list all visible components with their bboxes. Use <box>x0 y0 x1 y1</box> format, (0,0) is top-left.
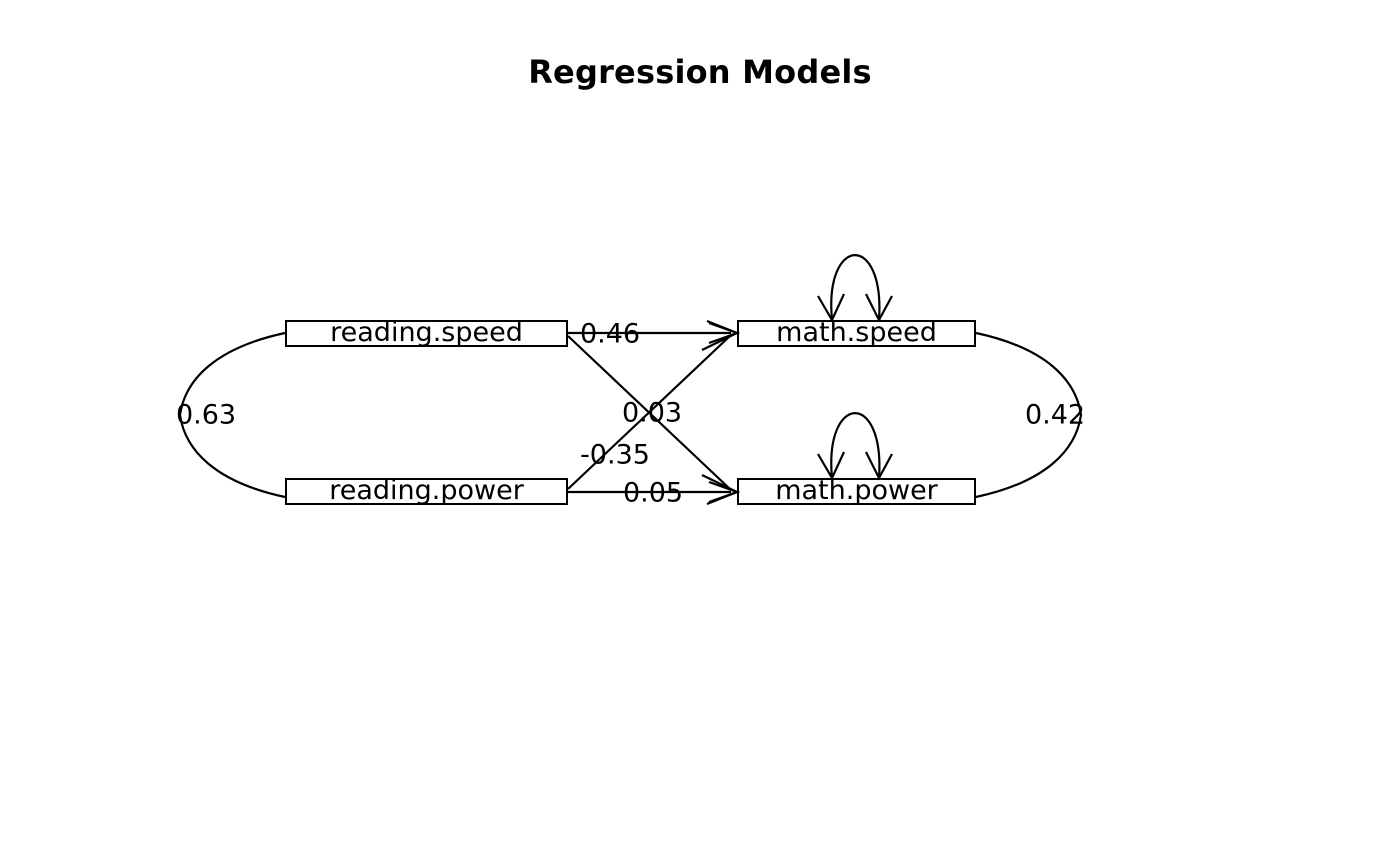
node-math-speed-label: math.speed <box>776 317 937 348</box>
edge-label-reading-power-math-power: 0.05 <box>622 477 684 509</box>
node-math-power[interactable]: math.power <box>737 475 976 506</box>
edge-label-reading-speed-reading-power: 0.63 <box>175 399 237 431</box>
edge-label-math-speed-math-power: 0.42 <box>1024 399 1086 431</box>
arrowhead-math-speed-horizontal <box>708 321 741 345</box>
node-math-speed[interactable]: math.speed <box>737 317 976 348</box>
arrowhead-math-power-horizontal <box>708 480 741 504</box>
page-title: Regression Models <box>528 53 872 91</box>
node-reading-speed-label: reading.speed <box>330 317 523 348</box>
node-reading-power-label: reading.power <box>329 475 524 506</box>
arrowhead-math-power-diagonal <box>701 474 740 506</box>
node-reading-power[interactable]: reading.power <box>285 475 568 506</box>
self-loop-math-speed <box>830 254 881 321</box>
node-reading-speed[interactable]: reading.speed <box>285 317 568 348</box>
edge-label-reading-speed-math-speed: 0.46 <box>579 318 641 350</box>
arrowhead-math-speed-diagonal <box>701 319 740 351</box>
edge-label-reading-power-math-speed: 0.03 <box>621 397 683 429</box>
self-loop-math-power <box>830 412 881 479</box>
edge-label-reading-speed-math-power: -0.35 <box>580 439 650 471</box>
node-math-power-label: math.power <box>775 475 938 506</box>
